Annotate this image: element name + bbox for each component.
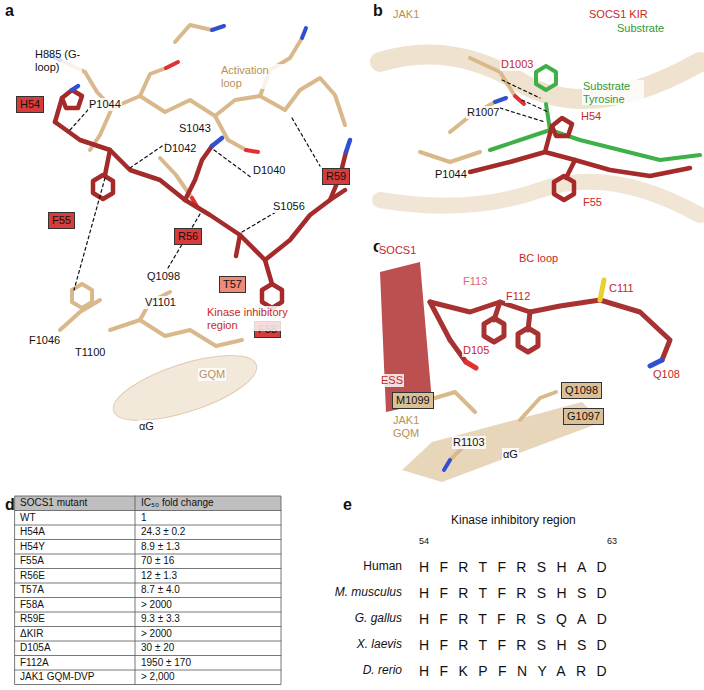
residue-label: T1100 (74, 346, 106, 359)
residue-label: Substrate Tyrosine (582, 80, 644, 105)
residue-box: G1097 (563, 408, 604, 425)
residue-label: αG (138, 420, 155, 433)
residue-label: Q108 (652, 368, 681, 381)
table-cell: WT (19, 512, 37, 524)
residue-label: GQM (198, 368, 226, 381)
table-cell: > 2000 (140, 599, 173, 611)
sequence: HFRTFRSHSD (418, 637, 618, 653)
table-cell: D105A (19, 642, 52, 654)
table-cell: 9.3 ± 3.3 (140, 613, 181, 625)
residue-label: Q1098 (146, 270, 181, 283)
residue-label: R1007 (466, 106, 500, 119)
residue-label: C111 (608, 282, 635, 295)
table-cell: 8.9 ± 1.3 (140, 541, 181, 553)
residue-label: Human (362, 560, 403, 574)
residue-label: T57 (223, 278, 242, 290)
residue-label: F112 (505, 290, 531, 303)
residue-label: JAK1 (392, 8, 420, 21)
residue-label: 63 (606, 536, 618, 546)
residue-label: G. gallus (354, 612, 403, 626)
table-cell: > 2000 (140, 628, 173, 640)
residue-label: ESS (380, 374, 404, 387)
residue-label: Kinase inhibitory region (206, 306, 306, 331)
residue-label: G1097 (567, 410, 600, 422)
sequence: HFRTFRSQAD (418, 611, 618, 627)
panel-letter: b (372, 2, 384, 20)
table-cell: R59E (19, 613, 46, 625)
table-cell: 30 ± 20 (140, 642, 175, 654)
residue-box: R56 (174, 228, 202, 245)
residue-label: M. musculus (334, 586, 403, 600)
residue-label: X. laevis (356, 638, 403, 652)
residue-label: D105 (462, 344, 490, 357)
table-cell: H54A (19, 526, 46, 538)
residue-label: BC loop (518, 252, 559, 265)
residue-label: SOCS1 KIR (588, 8, 649, 21)
table-cell: JAK1 GQM-DVP (19, 671, 95, 683)
residue-label: F113 (462, 275, 488, 288)
residue-label: D1042 (163, 142, 197, 155)
residue-box: H54 (16, 96, 44, 113)
residue-label: R56 (178, 230, 198, 242)
residue-box: M1099 (392, 392, 434, 409)
residue-label: P1044 (434, 168, 468, 181)
table-cell: 70 ± 16 (140, 555, 175, 567)
panel-letter: e (342, 496, 353, 514)
table-cell: SOCS1 mutant (19, 497, 88, 509)
residue-label: F1046 (28, 334, 61, 347)
residue-label: αG (502, 448, 519, 461)
residue-label: Q1098 (565, 384, 598, 396)
table-cell: F55A (19, 555, 45, 567)
residue-label: D1040 (252, 164, 286, 177)
sequence: HFRTFRSHSD (418, 585, 618, 601)
residue-label: H885 (G-loop) (34, 48, 82, 73)
table-cell: ΔKIR (19, 628, 44, 640)
table-cell: > 2,000 (140, 671, 176, 683)
table-cell: R56E (19, 570, 46, 582)
table-cell: H54Y (19, 541, 46, 553)
residue-label: F55 (582, 196, 603, 209)
table-cell: 24.3 ± 0.2 (140, 526, 186, 538)
residue-label: S1056 (272, 200, 306, 213)
residue-label: F55 (52, 214, 71, 226)
residue-label: R59 (326, 170, 346, 182)
panel-letter: d (4, 496, 16, 514)
residue-label: Activation loop (220, 64, 286, 89)
residue-label: M1099 (396, 394, 430, 406)
residue-label: V1101 (144, 296, 177, 309)
residue-label: H54 (20, 98, 40, 110)
table-cell: 12 ± 1.3 (140, 570, 178, 582)
residue-label: JAK1 GQM (392, 414, 436, 439)
table-cell: F58A (19, 599, 45, 611)
table-cell: 1950 ± 170 (140, 657, 192, 669)
residue-box: T57 (219, 276, 246, 293)
table-cell: F112A (19, 657, 50, 669)
sequence: HFRTFRSHAD (418, 559, 618, 575)
residue-label: D. rerio (362, 664, 403, 678)
residue-label: 54 (418, 536, 430, 546)
table-cell: T57A (19, 584, 45, 596)
residue-label: R1103 (452, 436, 486, 449)
residue-label: D1003 (500, 58, 534, 71)
residue-label: P1044 (88, 98, 122, 111)
table-cell: 1 (140, 512, 148, 524)
panel-letter: a (4, 2, 15, 20)
table-cell: 8.7 ± 4.0 (140, 584, 181, 596)
sequence: HFKPFNYARD (418, 663, 618, 679)
residue-label: S1043 (178, 122, 212, 135)
residue-label: H54 (580, 110, 602, 123)
residue-label: Kinase inhibitory region (450, 514, 577, 528)
residue-box: R59 (322, 168, 350, 185)
table-cell: IC₅₀ fold change (140, 497, 215, 509)
residue-box: Q1098 (561, 382, 602, 399)
residue-label: SOCS1 (378, 244, 417, 257)
residue-box: F55 (48, 212, 75, 229)
residue-label: Substrate (616, 22, 665, 35)
